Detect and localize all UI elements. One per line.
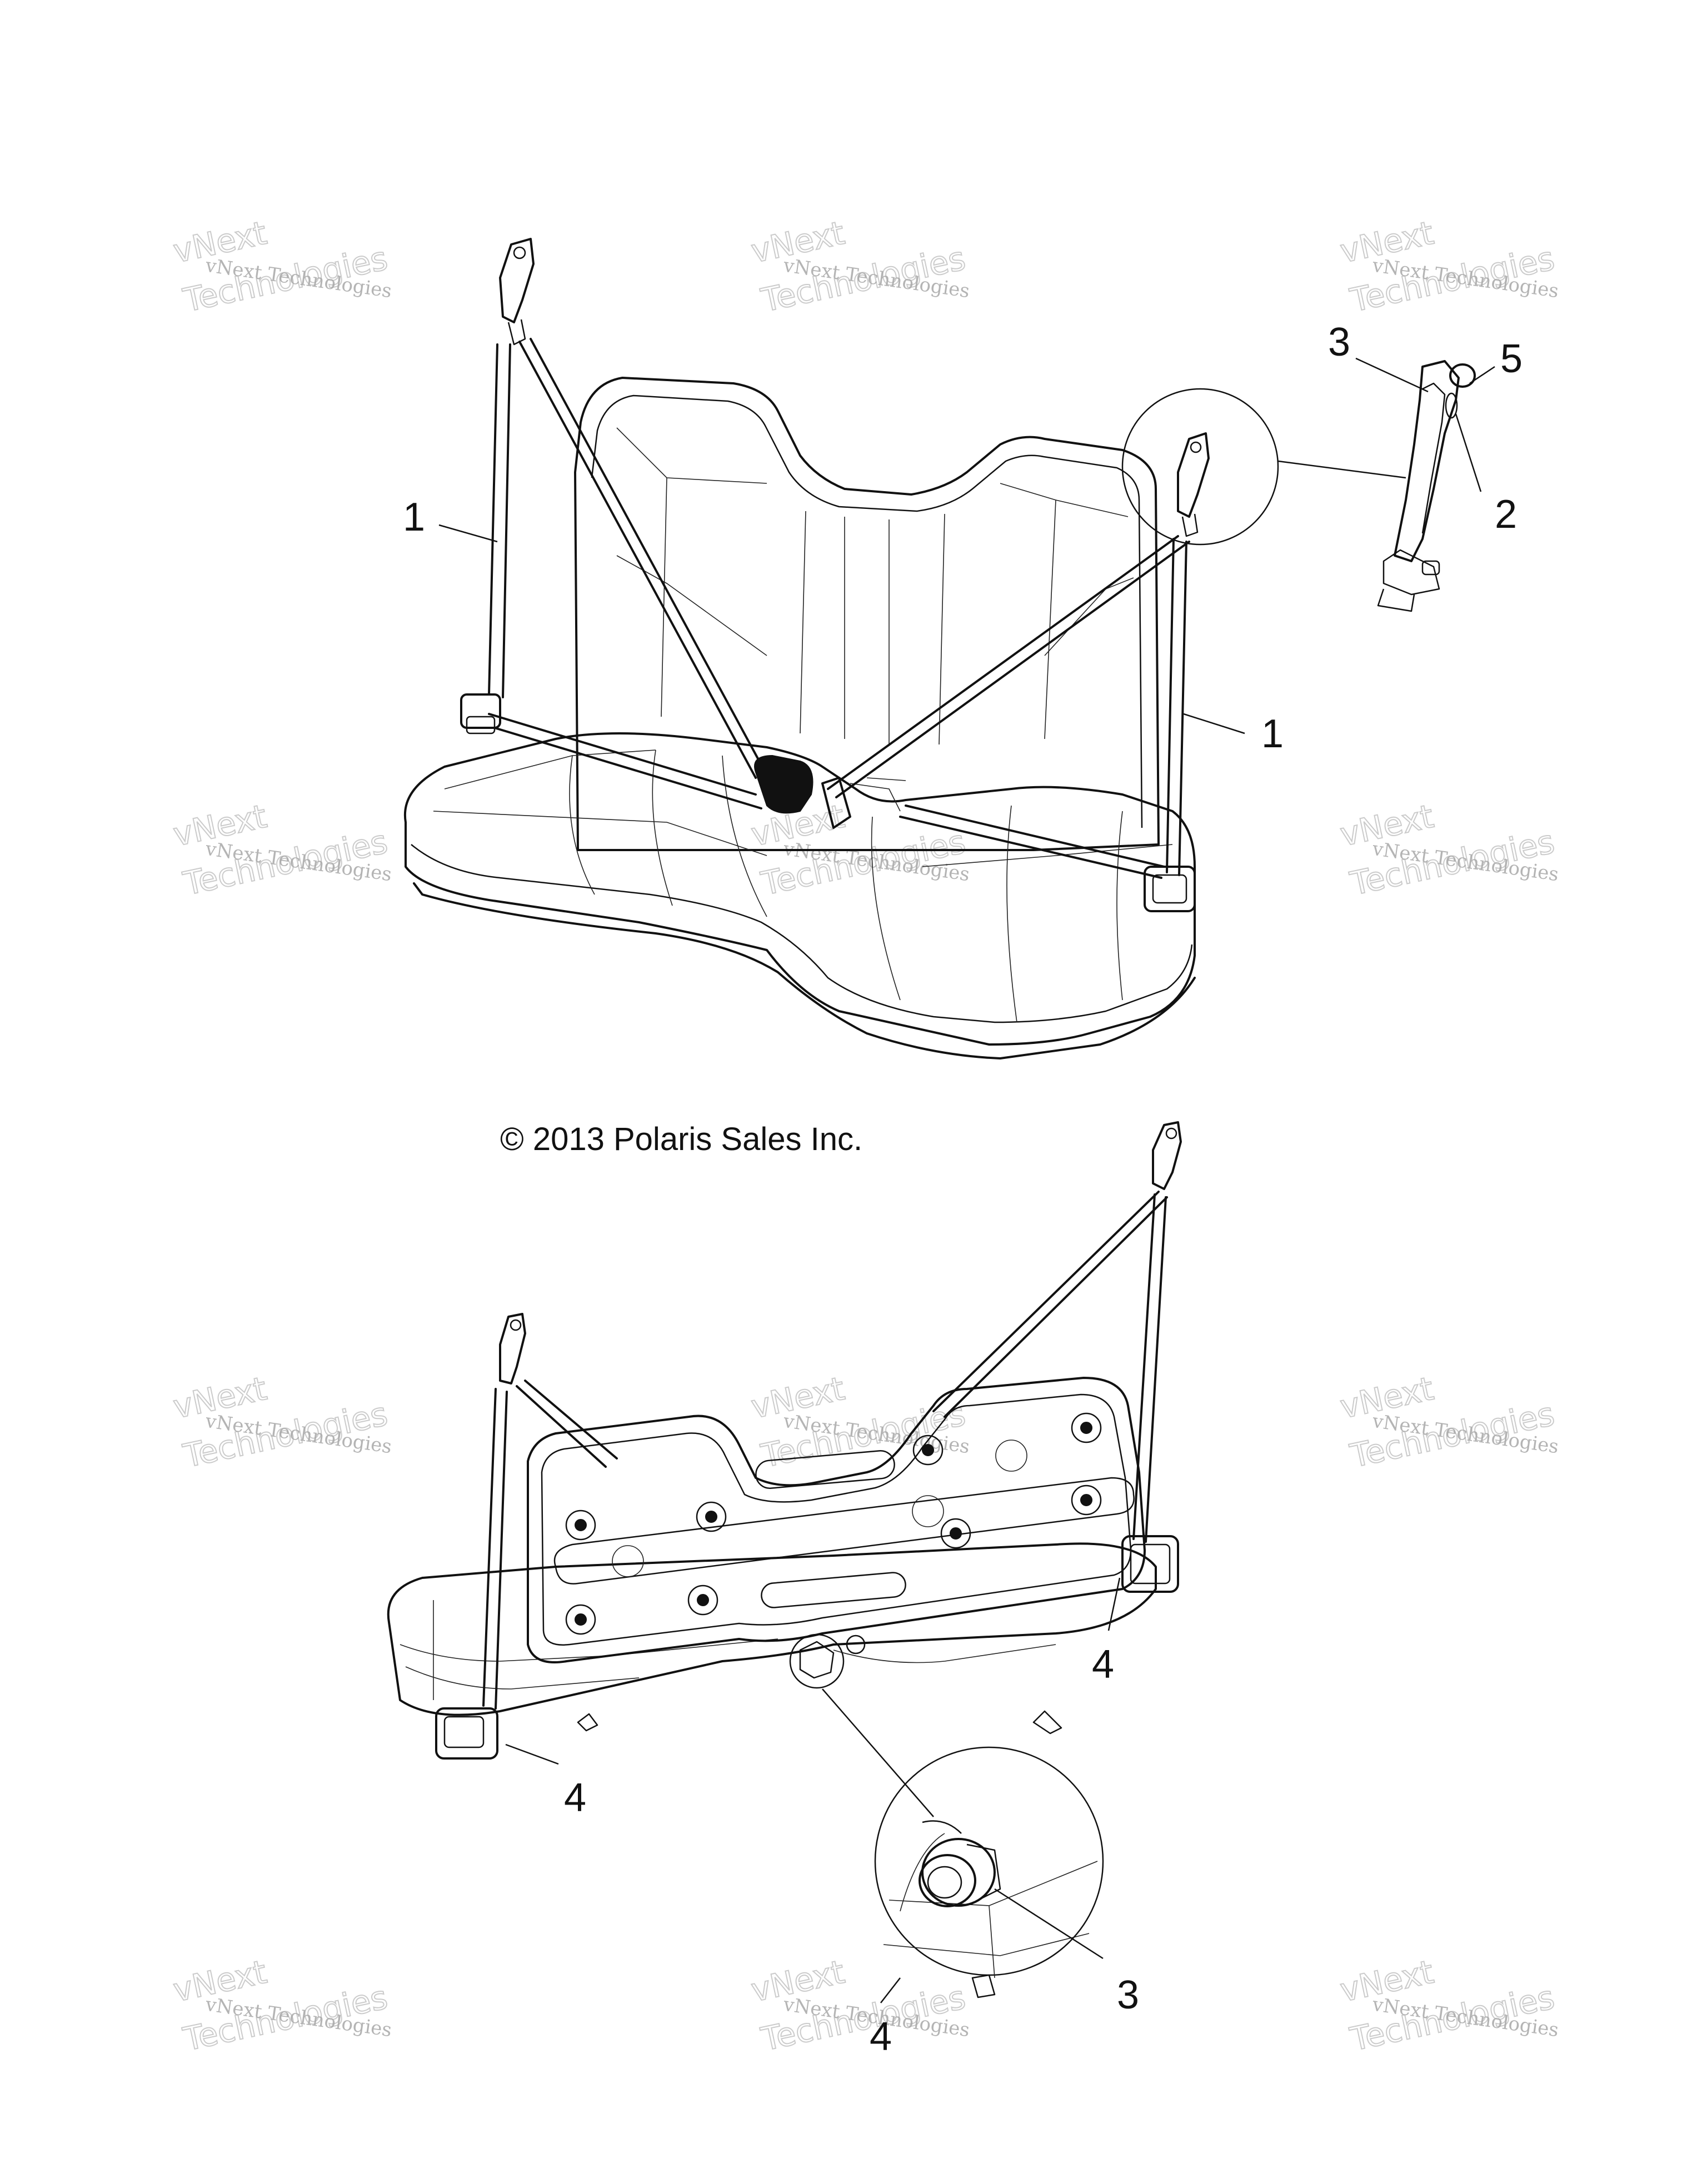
watermark-bottom-center: vNext vNext Technologies Technologies	[747, 1952, 971, 2059]
callout-bottom-left-4: 4	[564, 1776, 586, 1820]
watermark-top-right: vNext vNext Technologies Technologies	[1336, 213, 1560, 320]
watermark-lower-left: vNext vNext Technologies Technologies	[169, 1369, 393, 1476]
watermark-top-left: vNext vNext Technologies Technologies	[169, 213, 393, 320]
callout-detail-top-5: 5	[1500, 337, 1523, 381]
watermark-lower-right: vNext vNext Technologies Technologies	[1336, 1369, 1560, 1476]
fastener-detail	[822, 1688, 1104, 1998]
callout-top-belt-left: 1	[403, 495, 425, 539]
bench-seat-rear-view	[387, 1121, 1182, 1760]
mounting-bosses	[565, 1412, 1102, 1635]
callout-top-belt-right: 1	[1261, 712, 1284, 756]
watermark-bottom-left: vNext vNext Technologies Technologies	[169, 1952, 393, 2059]
callout-detail-bottom-4: 4	[870, 2015, 892, 2059]
bench-seat-front-view	[403, 238, 1279, 1059]
watermark-mid-left: vNext vNext Technologies Technologies	[169, 797, 393, 903]
callout-detail-top-2: 2	[1495, 492, 1517, 537]
copyright-notice: © 2013 Polaris Sales Inc.	[500, 1121, 862, 1157]
callout-detail-top-3: 3	[1328, 320, 1350, 364]
leader-lines	[438, 357, 1495, 2003]
watermark-bottom-right: vNext vNext Technologies Technologies	[1336, 1952, 1560, 2059]
watermark-top-center: vNext vNext Technologies Technologies	[747, 213, 971, 320]
watermarks: vNext vNext Technologies Technologies vN…	[169, 213, 1560, 2059]
callout-bottom-right-4: 4	[1092, 1642, 1114, 1687]
belt-anchor-detail	[1277, 360, 1476, 612]
callouts: 1 1 3 5 2 4 4 3 4	[403, 320, 1523, 2059]
watermark-mid-right: vNext vNext Technologies Technologies	[1336, 797, 1560, 903]
callout-detail-bottom-3: 3	[1117, 1973, 1139, 2017]
